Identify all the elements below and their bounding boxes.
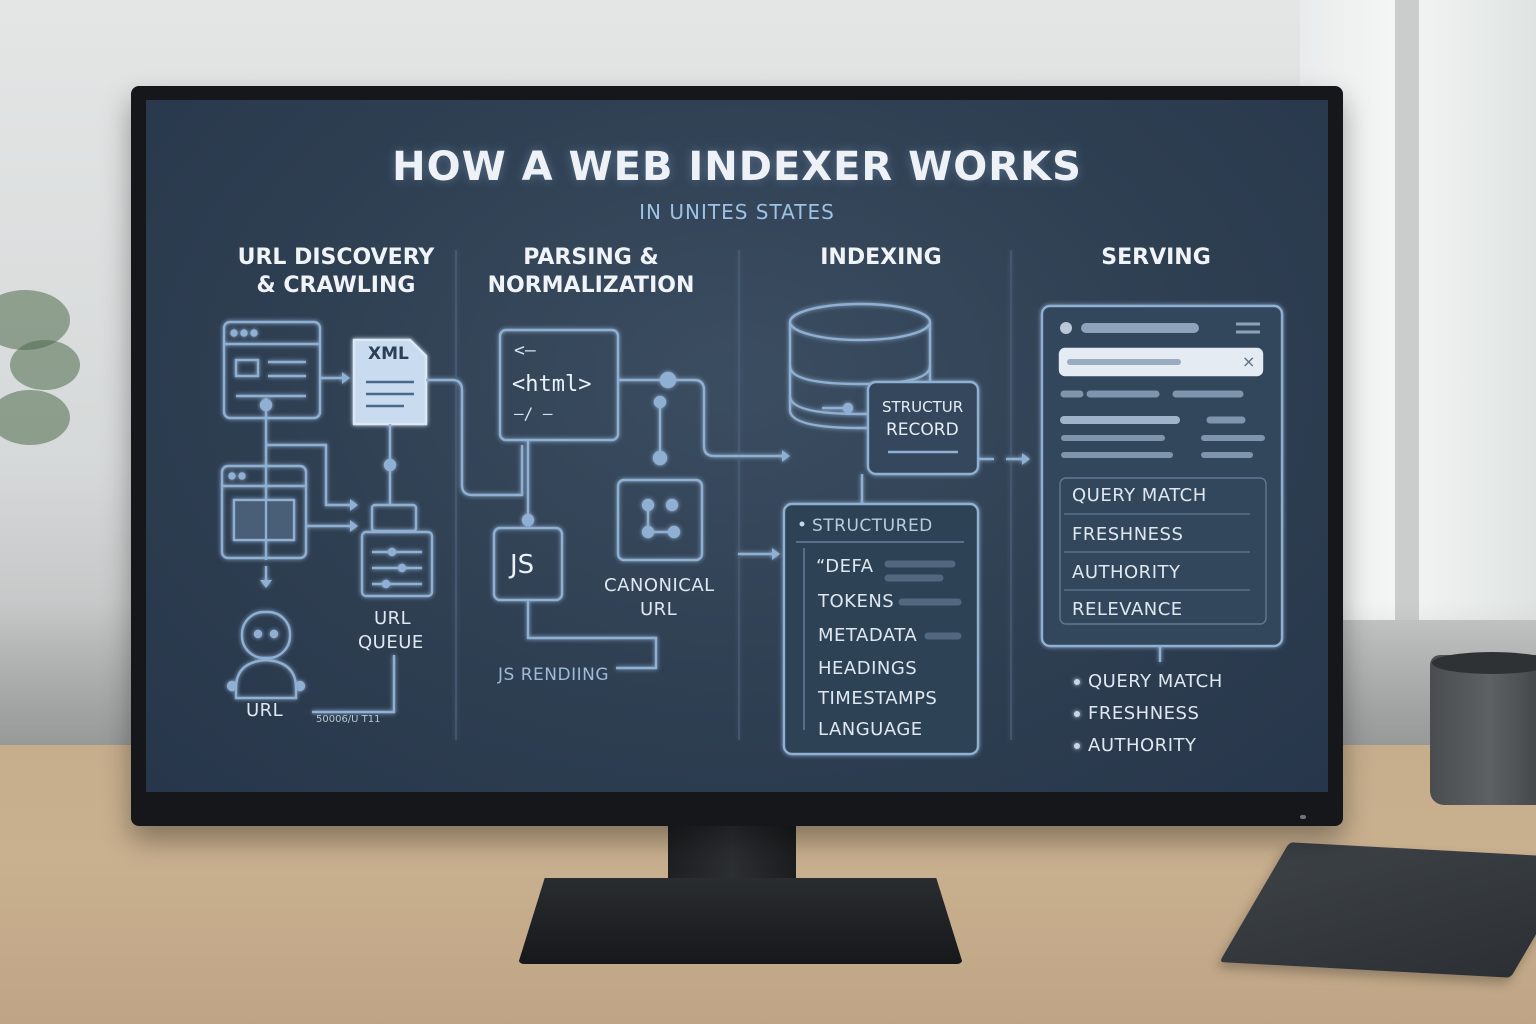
bullet-freshness: FRESHNESS [1088, 703, 1200, 724]
canonical-url-label-2: URL [640, 599, 678, 620]
column-heading-crawl: URL DISCOVERY & CRAWLING [237, 245, 435, 298]
crawl-caption: 50006/U T11 [316, 714, 381, 725]
connector [675, 378, 786, 458]
diagram-subtitle: IN UNITES STATES [639, 200, 835, 224]
bullet-query-match: QUERY MATCH [1088, 671, 1223, 692]
queue-icon [370, 503, 418, 533]
plant-leaf [0, 390, 70, 445]
ranking-factors-box [1059, 477, 1267, 625]
browser-window-icon [220, 464, 308, 560]
browser-window-icon [222, 320, 322, 420]
field-tokens: TOKENS [818, 591, 895, 612]
bullet-dot [799, 521, 805, 527]
connector [312, 655, 396, 714]
coffee-mug-rim [1432, 652, 1536, 674]
search-clear-icon: × [1242, 352, 1256, 371]
canonical-url-icon [616, 478, 704, 562]
field-headings: HEADINGS [818, 658, 918, 679]
js-rendering-label: JS RENDIING [498, 665, 609, 685]
bullet-authority: AUTHORITY [1088, 735, 1197, 756]
column-heading-parse: PARSING & NORMALIZATION [487, 245, 695, 298]
html-code-line-1: <— [514, 340, 536, 361]
diagram-title: HOW A WEB INDEXER WORKS [392, 144, 1082, 190]
html-code-line-3: —/ — [514, 404, 553, 423]
ranking-relevance: RELEVANCE [1072, 599, 1183, 620]
monitor-stand-base [518, 878, 963, 964]
field-timestamps: TIMESTAMPS [818, 688, 938, 709]
queue-icon [360, 530, 434, 598]
plant-leaf [10, 340, 80, 390]
indexer-diagram [220, 250, 1284, 756]
connector [526, 600, 658, 670]
html-code-icon [498, 328, 620, 442]
column-heading-serve: SERVING [1101, 245, 1211, 270]
ranking-query-match: QUERY MATCH [1072, 485, 1207, 506]
queue-label-2: QUEUE [358, 632, 424, 653]
connector [426, 378, 524, 497]
field-default: “DEFA [816, 556, 874, 577]
column-heading-index: INDEXING [820, 245, 942, 270]
window-frame [1395, 0, 1419, 620]
field-language: LANGUAGE [818, 719, 923, 740]
connector [266, 443, 354, 507]
coffee-mug [1430, 655, 1536, 805]
structured-header: STRUCTURED [812, 516, 933, 536]
robot-head-icon [240, 610, 292, 660]
bot-url-label: URL [246, 700, 284, 721]
xml-label: XML [368, 344, 409, 364]
canonical-url-label-1: CANONICAL [604, 575, 715, 596]
record-label-1: STRUCTUR [882, 398, 964, 416]
bullet-dot [1074, 679, 1080, 685]
power-led [1300, 815, 1306, 819]
field-metadata: METADATA [818, 625, 918, 646]
monitor-screen: HOW A WEB INDEXER WORKS IN UNITES STATES… [146, 100, 1328, 792]
ranking-authority: AUTHORITY [1072, 562, 1181, 583]
robot-body-icon [234, 658, 298, 700]
record-label-2: RECORD [886, 420, 959, 440]
bullet-dot [1074, 711, 1080, 717]
ranking-freshness: FRESHNESS [1072, 524, 1184, 545]
html-code-line-2: <html> [512, 372, 592, 397]
queue-label-1: URL [374, 608, 412, 629]
js-label: JS [510, 550, 535, 580]
bullet-dot [1074, 743, 1080, 749]
